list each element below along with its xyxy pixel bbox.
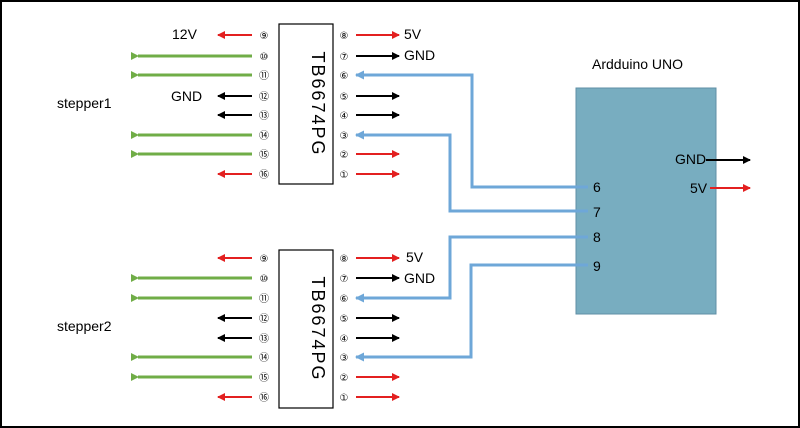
pin-label: ⑧: [340, 254, 349, 265]
chip-label: TB6674PG: [308, 51, 328, 156]
pin-label: ⑪: [259, 293, 269, 305]
pin-label: ①: [340, 170, 349, 181]
pin-label: ③: [340, 353, 349, 364]
arduino-pin-8: 8: [593, 229, 601, 245]
pin-label: ⑨: [260, 254, 269, 265]
pin-label: ⑬: [259, 110, 269, 122]
chip-label: TB6674PG: [308, 276, 328, 381]
pin-label: ⑭: [259, 352, 269, 364]
pin-label: ⑦: [340, 52, 349, 63]
wire-pin8: [355, 235, 588, 303]
signal-wires: [355, 70, 588, 362]
pin-label: ⑮: [259, 372, 269, 384]
pin-label: ④: [340, 111, 349, 122]
label-gnd: GND: [404, 270, 435, 286]
pin-label: ②: [340, 150, 349, 161]
driver-2: TB6674PG ⑨ ⑩ ⑪ ⑫ ⑬ ⑭ ⑮ ⑯ ⑧ ⑦ ⑥ ⑤ ④ ③ ② ①: [57, 249, 435, 409]
pin-label: ③: [340, 131, 349, 142]
wire-pin6: [355, 70, 588, 189]
pin-label: ⑤: [340, 314, 349, 325]
pin-label: ④: [340, 334, 349, 345]
pin-label: ⑥: [340, 294, 349, 305]
chip-body: [278, 249, 334, 409]
arduino-pin-7: 7: [593, 204, 601, 220]
pin-label: ⑪: [259, 70, 269, 82]
label-gnd: GND: [171, 88, 202, 104]
pin-label: ⑦: [340, 274, 349, 285]
arduino-pin-9: 9: [593, 258, 601, 274]
pin-label: ②: [340, 373, 349, 384]
arduino-5v-label: 5V: [690, 180, 708, 196]
pin-label: ⑩: [260, 52, 269, 63]
arduino-pin-6: 6: [593, 179, 601, 195]
label-gnd: GND: [404, 47, 435, 63]
stepper-label: stepper1: [57, 95, 112, 111]
pin-label: ⑯: [259, 169, 269, 181]
stepper-label: stepper2: [57, 318, 112, 334]
arduino-board: [575, 87, 717, 315]
driver-1: TB6674PG ⑨ ⑩ ⑪ ⑫ ⑬ ⑭ ⑮ ⑯ ⑧ ⑦ ⑥ ⑤ ④ ③ ② ①: [57, 23, 435, 185]
pin-label: ⑩: [260, 274, 269, 285]
pin-label: ⑫: [259, 313, 269, 325]
label-5v: 5V: [404, 26, 422, 42]
label-12v: 12V: [172, 26, 198, 42]
arduino-title: Ardduino UNO: [592, 56, 683, 72]
arduino-gnd-label: GND: [675, 151, 706, 167]
arduino-uno: Ardduino UNO GND 5V 6 7 8 9: [575, 56, 751, 315]
pin-label: ⑤: [340, 92, 349, 103]
pin-label: ⑯: [259, 392, 269, 404]
pin-label: ⑬: [259, 333, 269, 345]
pin-label: ⑥: [340, 71, 349, 82]
wire-pin7: [355, 130, 588, 213]
pin-label: ⑧: [340, 31, 349, 42]
pin-label: ⑮: [259, 149, 269, 161]
pin-label: ⑭: [259, 130, 269, 142]
chip-body: [278, 23, 334, 185]
pin-label: ⑨: [260, 31, 269, 42]
pin-label: ⑫: [259, 91, 269, 103]
label-5v: 5V: [406, 249, 424, 265]
wire-pin9: [355, 263, 588, 362]
pin-label: ①: [340, 393, 349, 404]
